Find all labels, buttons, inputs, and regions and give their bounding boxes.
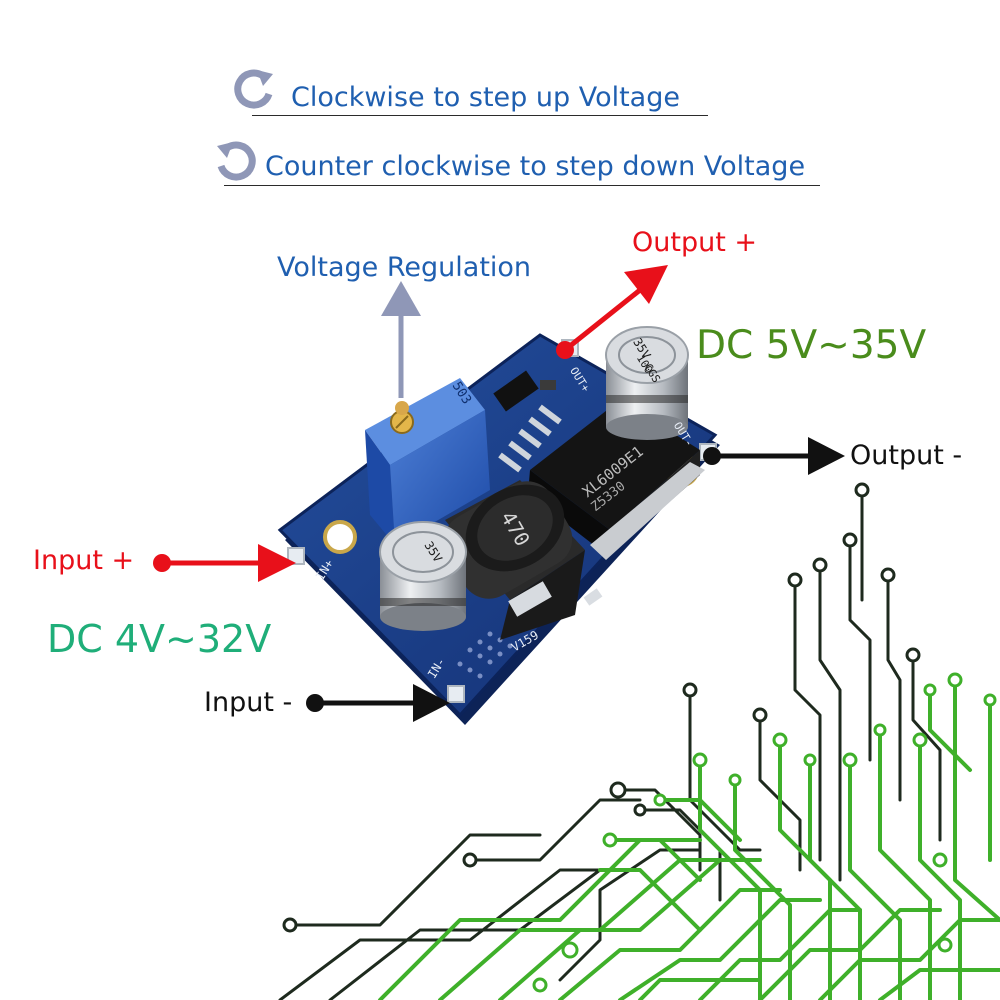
input-positive-label: Input + xyxy=(33,545,135,576)
counter-clockwise-instruction: Counter clockwise to step down Voltage xyxy=(265,151,806,182)
arrows xyxy=(153,265,845,722)
circuit-traces xyxy=(278,482,1000,1000)
input-voltage-range: DC 4V~32V xyxy=(47,617,272,661)
clockwise-underline xyxy=(252,115,708,116)
rotate-counter-clockwise-icon xyxy=(217,141,256,181)
input-negative-label: Input - xyxy=(204,687,293,718)
voltage-regulation-label: Voltage Regulation xyxy=(277,252,532,283)
output-voltage-range: DC 5V~35V xyxy=(696,323,927,368)
output-negative-label: Output - xyxy=(850,440,963,471)
counter-clockwise-underline xyxy=(224,185,820,186)
output-positive-label: Output + xyxy=(632,227,757,258)
rotate-clockwise-icon xyxy=(234,69,273,109)
clockwise-instruction: Clockwise to step up Voltage xyxy=(291,82,680,113)
